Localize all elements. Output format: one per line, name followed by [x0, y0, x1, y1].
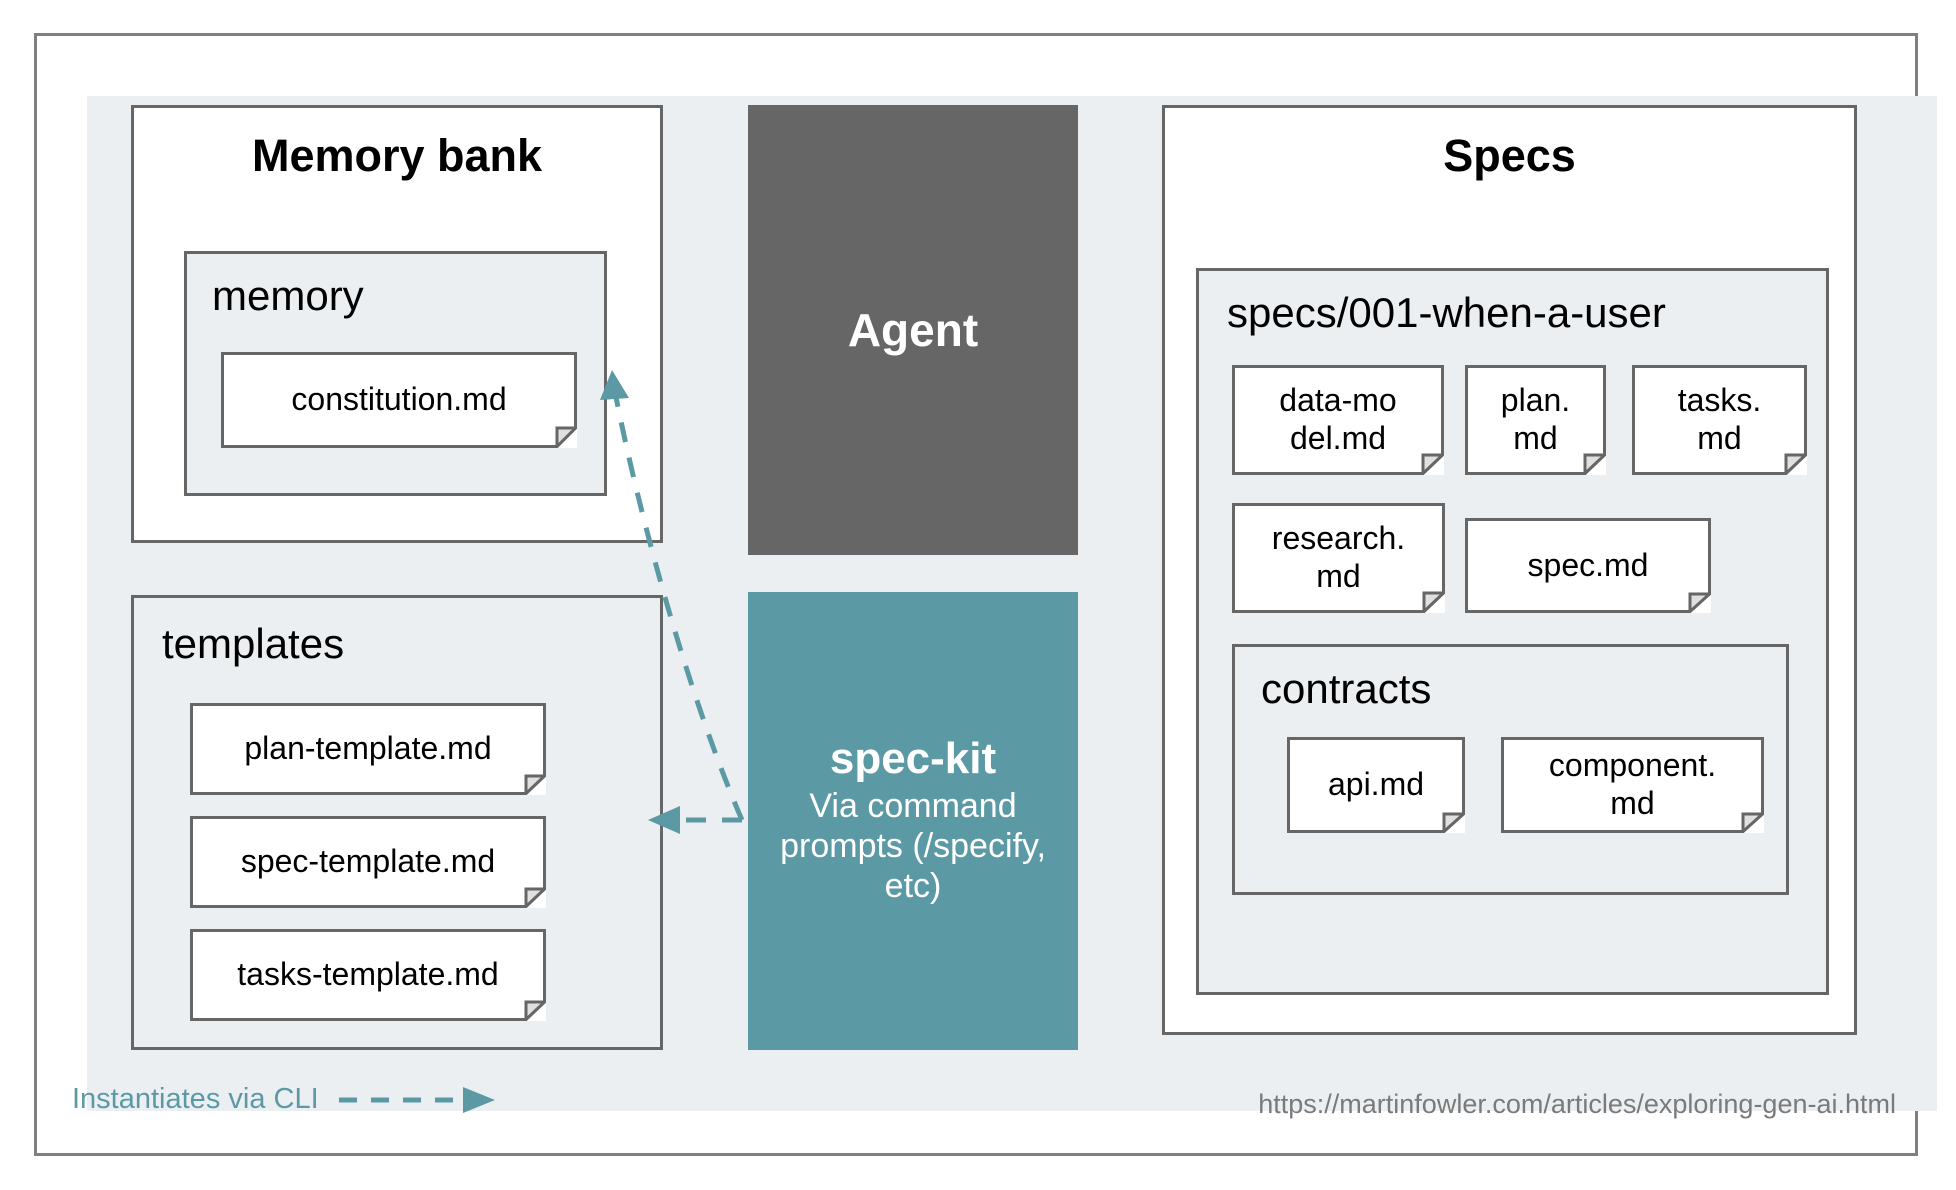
doc-card-label: spec.md [1527, 546, 1649, 583]
legend-label: Instantiates via CLI [72, 1083, 319, 1115]
specs-feature-group: specs/001-when-a-user data-mo del.md pla… [1196, 268, 1829, 995]
doc-card-label: api.md [1327, 766, 1425, 803]
memory-bank-title: Memory bank [251, 130, 543, 181]
doc-card-label: spec-template.md [240, 843, 496, 880]
contracts-group: contracts api.md component. md [1232, 644, 1789, 895]
doc-card-label: plan. md [1500, 382, 1571, 456]
doc-card-tasks-template[interactable]: tasks-template.md [190, 929, 546, 1021]
legend: Instantiates via CLI [72, 1083, 497, 1116]
doc-card-research[interactable]: research. md [1232, 503, 1445, 613]
doc-card-component[interactable]: component. md [1501, 737, 1764, 833]
doc-card-label: data-mo del.md [1279, 382, 1397, 456]
memory-folder-label: memory [212, 272, 364, 319]
agent-box[interactable]: Agent [748, 105, 1078, 555]
doc-card-tasks[interactable]: tasks. md [1632, 365, 1807, 475]
specs-title: Specs [1443, 130, 1576, 181]
speckit-subtitle: Via command prompts (/specify, etc) [780, 786, 1046, 906]
doc-card-label: constitution.md [291, 381, 507, 418]
doc-card-spec[interactable]: spec.md [1465, 518, 1711, 613]
specs-feature-label: specs/001-when-a-user [1227, 289, 1666, 336]
dashed-arrow-icon [338, 1086, 495, 1113]
templates-label: templates [162, 620, 345, 667]
contracts-label: contracts [1261, 665, 1432, 712]
doc-card-plan-template[interactable]: plan-template.md [190, 703, 546, 795]
doc-card-api[interactable]: api.md [1287, 737, 1465, 833]
doc-card-label: component. md [1548, 747, 1717, 821]
doc-card-label: research. md [1271, 520, 1406, 594]
doc-card-label: tasks-template.md [237, 956, 499, 993]
doc-card-plan[interactable]: plan. md [1465, 365, 1606, 475]
doc-card-data-model[interactable]: data-mo del.md [1232, 365, 1444, 475]
source-url: https://martinfowler.com/articles/explor… [1258, 1089, 1896, 1119]
agent-label: Agent [847, 303, 979, 356]
memory-folder-group: memory constitution.md [184, 251, 607, 496]
speckit-box[interactable]: spec-kit Via command prompts (/specify, … [748, 592, 1078, 1050]
doc-card-spec-template[interactable]: spec-template.md [190, 816, 546, 908]
speckit-title: spec-kit [829, 733, 997, 783]
memory-bank-group: Memory bank memory constitution.md [131, 105, 663, 543]
doc-card-label: plan-template.md [244, 730, 492, 767]
specs-group: Specs specs/001-when-a-user data-mo del.… [1162, 105, 1857, 1035]
doc-card-label: tasks. md [1677, 382, 1762, 456]
doc-card-constitution[interactable]: constitution.md [221, 352, 577, 448]
templates-group: templates plan-template.md spec-template… [131, 595, 663, 1050]
